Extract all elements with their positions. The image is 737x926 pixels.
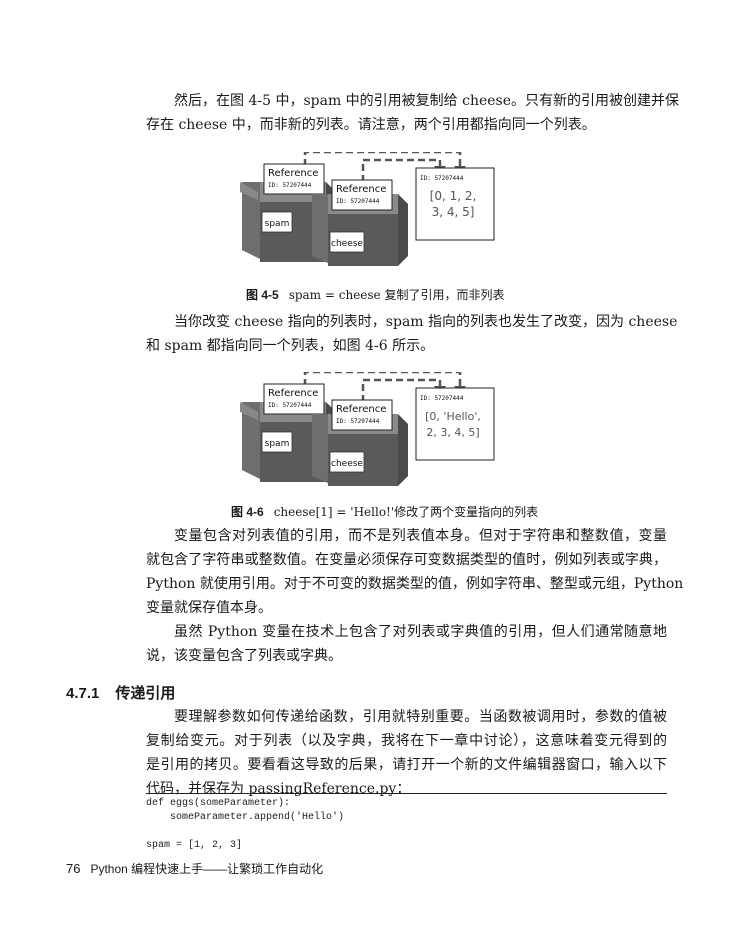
figure-4-5: spam Reference ID: 57207444 cheese Refer…: [240, 150, 500, 267]
list-values-line2: 3, 4, 5]: [432, 205, 475, 219]
page-footer: 76 Python 编程快速上手——让繁琐工作自动化: [66, 860, 323, 877]
spam-reference-card: Reference ID: 57207444: [263, 383, 325, 415]
paragraph-1: 然后，在图 4-5 中，spam 中的引用被复制给 cheese。只有新的引用被…: [146, 89, 680, 137]
text-line: 虽然 Python 变量在技术上包含了对列表或字典值的引用，但人们通常随意地: [174, 624, 667, 640]
reference-label: Reference: [268, 168, 318, 179]
arrow-spam-to-list: [303, 150, 462, 169]
text-line: 变量包含对列表值的引用，而不是列表值本身。但对于字符串和整数值，变量: [174, 528, 667, 544]
section-heading: 4.7.1 传递引用: [66, 682, 175, 703]
page-number: 76: [66, 861, 81, 876]
text-line: 存在 cheese 中，而非新的列表。请注意，两个引用都指向同一个列表。: [146, 117, 596, 133]
paragraph-4: 虽然 Python 变量在技术上包含了对列表或字典值的引用，但人们通常随意地 说…: [146, 620, 667, 668]
paragraph-3: 变量包含对列表值的引用，而不是列表值本身。但对于字符串和整数值，变量 就包含了字…: [146, 524, 684, 620]
arrow-cheese-to-list: [361, 158, 442, 182]
text-line: 和 spam 都指向同一个列表，如图 4-6 所示。: [146, 338, 435, 354]
paragraph-2: 当你改变 cheese 指向的列表时，spam 指向的列表也发生了改变，因为 c…: [146, 310, 678, 358]
list-id: ID: 57207444: [420, 395, 464, 402]
reference-label: Reference: [336, 404, 386, 415]
figure-4-6: spam Reference ID: 57207444 cheese Refer…: [240, 370, 500, 487]
list-value-box: ID: 57207444 [0, 'Hello', 2, 3, 4, 5]: [415, 387, 495, 461]
spam-reference-card: Reference ID: 57207444: [263, 163, 325, 195]
figure-caption-4-5: 图 4-5 spam = cheese 复制了引用，而非列表: [246, 286, 504, 303]
list-values-line1: [0, 1, 2,: [430, 189, 477, 203]
reference-label: Reference: [336, 184, 386, 195]
book-title: Python 编程快速上手——让繁琐工作自动化: [90, 862, 324, 876]
list-id: ID: 57207444: [420, 175, 464, 182]
list-values-line1: [0, 'Hello',: [425, 410, 481, 423]
caption-text: cheese[1] = 'Hello!'修改了两个变量指向的列表: [273, 505, 539, 519]
cheese-reference-card: Reference ID: 57207444: [331, 399, 393, 431]
text-line: 复制给变元。对于列表（以及字典，我将在下一章中讨论），这意味着变元得到的: [146, 733, 667, 749]
reference-id: ID: 57207444: [336, 198, 380, 205]
arrow-spam-to-list: [303, 370, 462, 389]
code-listing: def eggs(someParameter): someParameter.a…: [146, 793, 667, 853]
section-title: 传递引用: [115, 685, 176, 702]
list-value-box: ID: 57207444 [0, 1, 2, 3, 4, 5]: [415, 167, 495, 241]
section-number: 4.7.1: [66, 685, 100, 702]
text-line: 说，该变量包含了列表或字典。: [146, 648, 342, 664]
cheese-box-label: cheese: [331, 239, 363, 249]
text-line: 就包含了字符串或整数值。在变量必须保存可变数据类型的值时，例如列表或字典，: [146, 552, 667, 568]
cheese-box-label: cheese: [331, 459, 363, 469]
caption-number: 图 4-5: [246, 288, 279, 302]
arrow-cheese-to-list: [361, 378, 442, 402]
spam-box-label: spam: [265, 219, 290, 229]
caption-number: 图 4-6: [231, 505, 264, 519]
reference-diagram: spam Reference ID: 57207444 cheese Refer…: [240, 370, 495, 486]
caption-text: spam = cheese 复制了引用，而非列表: [288, 288, 505, 302]
code-line: [146, 825, 667, 839]
code-line: def eggs(someParameter):: [146, 798, 291, 809]
text-line: 然后，在图 4-5 中，spam 中的引用被复制给 cheese。只有新的引用被…: [174, 93, 680, 109]
cheese-reference-card: Reference ID: 57207444: [331, 179, 393, 211]
figure-caption-4-6: 图 4-6 cheese[1] = 'Hello!'修改了两个变量指向的列表: [231, 503, 538, 520]
reference-label: Reference: [268, 388, 318, 399]
text-line: 要理解参数如何传递给函数，引用就特别重要。当函数被调用时，参数的值被: [174, 709, 667, 725]
reference-diagram: spam Reference ID: 57207444 cheese Refer…: [240, 150, 495, 266]
reference-id: ID: 57207444: [268, 182, 312, 189]
code-line: spam = [1, 2, 3]: [146, 840, 243, 851]
list-values-line2: 2, 3, 4, 5]: [426, 426, 479, 439]
spam-box-label: spam: [265, 439, 290, 449]
code-line: someParameter.append('Hello'): [146, 812, 345, 823]
reference-id: ID: 57207444: [268, 402, 312, 409]
reference-id: ID: 57207444: [336, 418, 380, 425]
text-line: 变量就保存值本身。: [146, 600, 272, 616]
text-line: 当你改变 cheese 指向的列表时，spam 指向的列表也发生了改变，因为 c…: [174, 314, 678, 330]
text-line: Python 就使用引用。对于不可变的数据类型的值，例如字符串、整型或元组，Py…: [146, 576, 684, 592]
text-line: 是引用的拷贝。要看看这导致的后果，请打开一个新的文件编辑器窗口，输入以下: [146, 757, 667, 773]
paragraph-5: 要理解参数如何传递给函数，引用就特别重要。当函数被调用时，参数的值被 复制给变元…: [146, 705, 667, 801]
